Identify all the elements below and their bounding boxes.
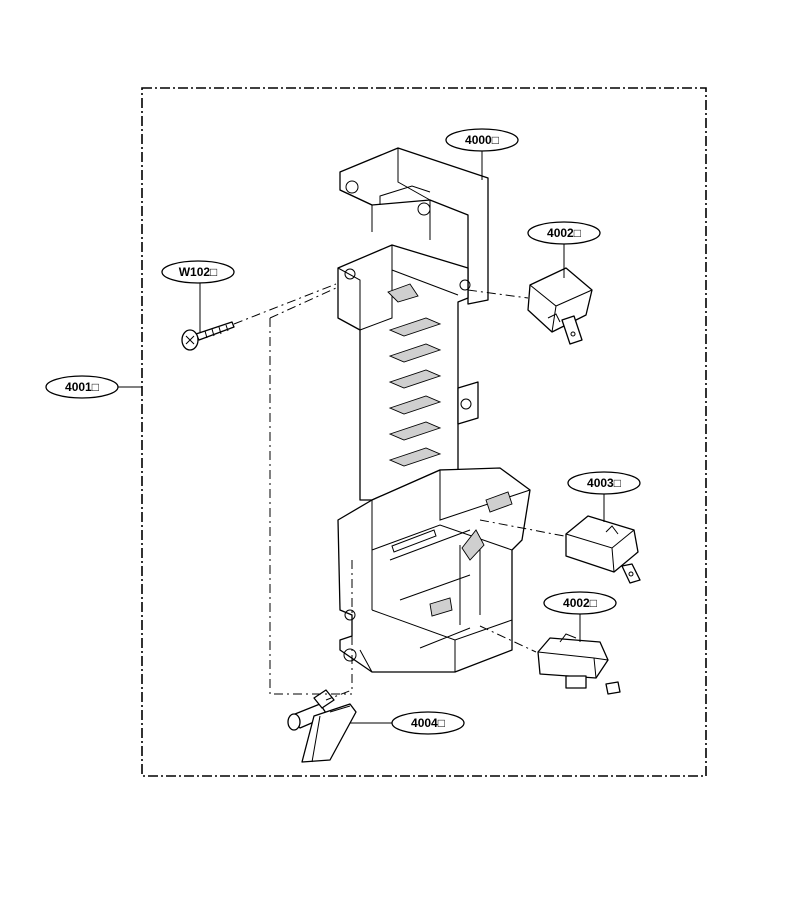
- callout-lever: 4004□: [391, 711, 465, 735]
- callout-lever-label: 4004□: [411, 716, 445, 730]
- callout-body: 4000□: [445, 128, 519, 152]
- switch-holder-body: [337, 147, 531, 673]
- callout-switch-mid: 4003□: [567, 471, 641, 495]
- callout-switch-low-label: 4002□: [563, 596, 597, 610]
- assembly-line-left: [269, 318, 352, 695]
- assembly-frame: [141, 87, 707, 777]
- actuator-lever: [287, 689, 357, 763]
- assembly-line-left-2: [269, 287, 337, 319]
- callout-frame: 4001□: [45, 375, 119, 399]
- assembly-line-switch-low: [479, 625, 537, 653]
- callout-screw-label: W102□: [179, 265, 218, 279]
- callout-switch-top: 4002□: [527, 221, 601, 245]
- callout-switch-top-label: 4002□: [547, 226, 581, 240]
- callout-screw: W102□: [161, 260, 235, 284]
- assembly-line-lever: [325, 560, 353, 701]
- screw: [181, 321, 235, 351]
- micro-switch-top: [527, 267, 593, 345]
- callout-body-label: 4000□: [465, 133, 499, 147]
- callout-switch-mid-label: 4003□: [587, 476, 621, 490]
- assembly-line-screw: [233, 283, 337, 325]
- callout-switch-low: 4002□: [543, 591, 617, 615]
- micro-switch-low: [537, 633, 621, 695]
- callout-frame-label: 4001□: [65, 380, 99, 394]
- assembly-line-switch-mid: [479, 519, 565, 537]
- micro-switch-middle: [565, 515, 641, 584]
